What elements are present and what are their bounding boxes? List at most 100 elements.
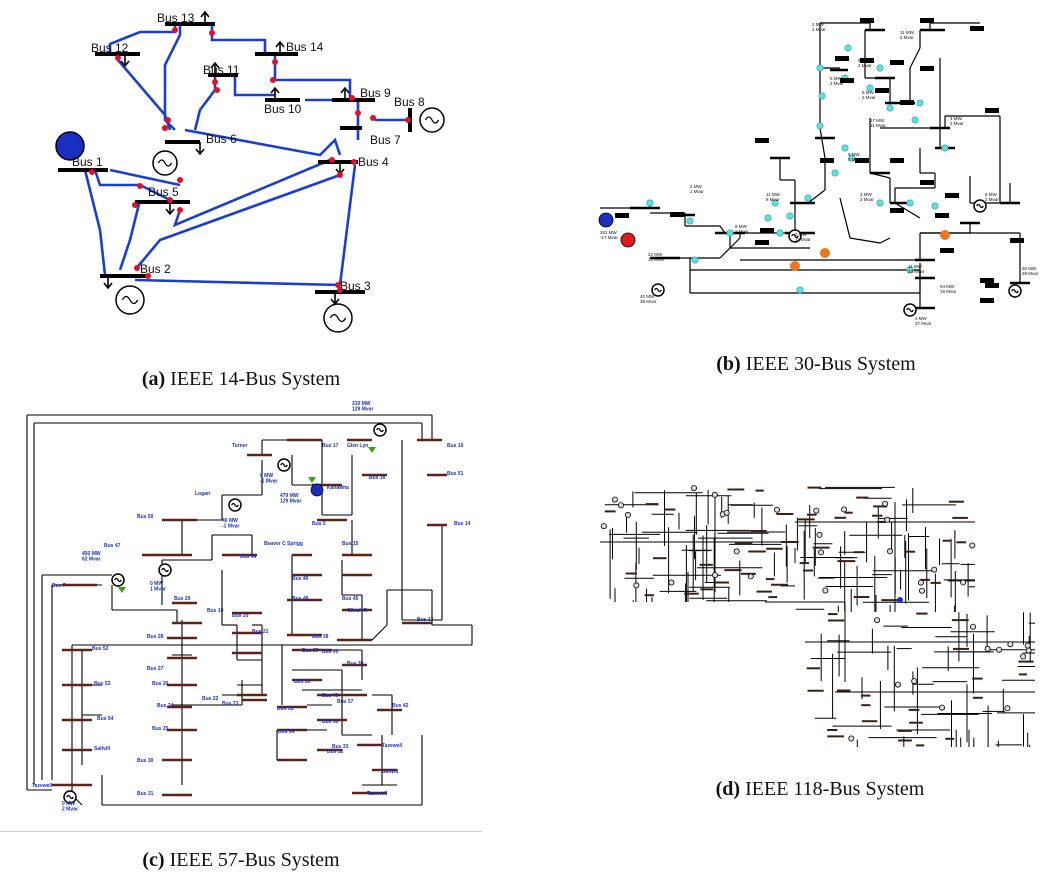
caption-b-letter: (b) [716,353,741,375]
bus-label-10: Bus 10 [264,102,302,116]
breaker-15 [137,183,143,189]
green-marker-57-1 [368,447,376,453]
breaker-8 [272,59,278,65]
bus-name-box-30-15 [920,180,934,185]
flow-marker-30-15 [911,116,919,124]
caption-a-title: IEEE 14-Bus System [170,368,341,390]
line-30-64 [849,237,881,244]
load-arrow-5 [270,86,280,100]
gen-text-57-4: 40 MW-1 Mvar [222,518,240,530]
generator-118-32 [918,587,925,594]
bus-label-57-54: Tazewell [32,783,53,789]
generator-57-slack [310,483,324,497]
bus-label-57-18: Bus 44 [240,554,257,560]
breaker-17 [177,207,183,213]
breaker-13 [405,117,411,123]
flow-marker-30-24 [931,202,939,210]
bus-name-box-30-24 [940,248,954,253]
bus-name-box-30-18 [945,193,959,198]
bus-label-2: Bus 2 [140,262,171,276]
bus-label-4: Bus 4 [358,155,389,169]
load-arrow-7 [195,142,205,156]
generator-bus6 [152,150,178,176]
breaker-4 [165,117,171,123]
breaker-23 [351,159,357,165]
bus-label-9: Bus 9 [360,86,391,100]
breaker-26 [337,172,343,178]
line-30-65 [879,237,891,244]
green-marker-57-3 [118,587,126,593]
breaker-14 [89,169,95,175]
generator-118-8 [816,531,823,538]
bus-name-box-30-1 [860,18,874,23]
bus-label-57-22: Bus 29 [174,596,191,602]
gen-text-30-slack: 261 MW-17 Mvar [600,230,618,240]
generator-118-19 [711,491,718,498]
generator-118-17 [822,587,829,594]
generator-30-d [973,199,987,213]
green-marker-57-2 [308,477,316,483]
generator-118-27 [874,617,881,624]
bus-label-57-6: Turner [232,443,248,449]
generator-118-15 [1007,641,1014,648]
line-14-9 [273,52,352,100]
caption-b: (b) IEEE 30-Bus System [591,353,1041,376]
bus-label-57-40: Bus 57 [337,699,354,705]
line-1-5b [93,169,171,202]
generator-118-9 [984,645,991,652]
bus-label-57-13: Sprigg [287,541,303,547]
generator-118-1 [624,511,631,518]
bus-label-57-34: Bus 39 [347,661,364,667]
generator-30-e [1008,284,1022,298]
generator-118-12 [894,681,901,688]
bus-label-57-26: Bus 21 [252,629,269,635]
bus-label-57-11: Bus 50 [137,514,154,520]
generator-30-slack [598,212,614,228]
bus-label-57-14: Bus 15 [342,541,359,547]
bus-label-57-53: Bus 31 [137,791,154,797]
bus-name-box-30-13 [855,158,869,163]
bus-label-7: Bus 7 [370,133,401,147]
line-5-2 [118,199,142,271]
generator-118-7 [747,573,754,580]
generator-118-20 [841,506,848,513]
generator-bus2 [115,285,145,315]
load-arrow-3 [275,40,285,54]
bus-name-box-30-7 [920,66,934,71]
bus-label-57-19: Bus 48 [292,596,309,602]
bus-name-box-30-23 [980,278,994,283]
generator-118-11 [960,579,967,586]
caption-c: (c) IEEE 57-Bus System [0,849,482,872]
caption-c-letter: (c) [142,849,165,871]
breaker-22 [329,157,335,163]
bus-name-box-30-5 [860,58,874,63]
bus-label-57-28: Bus 49 [322,649,339,655]
bus-label-1: Bus 1 [72,155,103,169]
bus-name-box-30-10 [900,100,914,105]
breaker-2 [209,30,215,36]
generator-118-29 [886,548,893,555]
flow-marker-30-25 [941,144,949,152]
generator-57-d [111,573,125,587]
generator-bus3 [323,303,353,333]
load-arrow-2 [120,54,130,68]
bus-label-57-41: Bus 54 [97,716,114,722]
flow-marker-30-19 [771,199,779,207]
line-2-3 [134,278,341,287]
generator-57-e [158,563,172,577]
flow-marker-30-14 [916,99,924,107]
bus-label-11: Bus 11 [203,63,240,77]
generator-118-6 [969,623,976,630]
bus-label-57-49: Bus 30 [137,758,154,764]
breaker-3 [115,55,121,61]
caption-c-title: IEEE 57-Bus System [169,849,340,871]
